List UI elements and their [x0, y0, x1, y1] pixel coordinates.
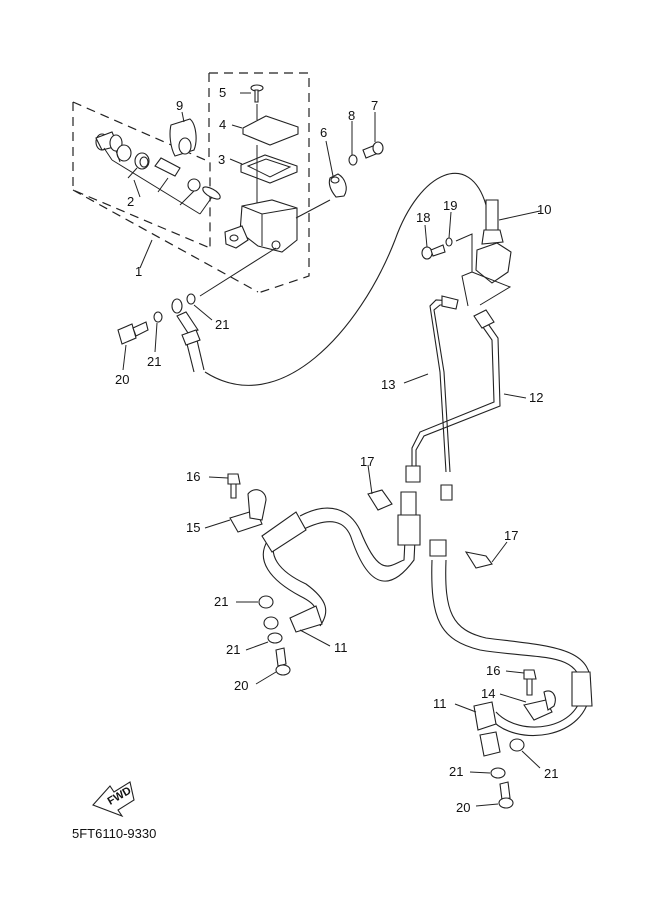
callout-5: 5 [219, 85, 226, 100]
part-20-bolt-lower-right[interactable] [475, 781, 514, 809]
callout-21-lower-right-a: 21 [544, 766, 558, 781]
callout-11-left: 11 [334, 640, 348, 655]
part-10-brake-hose[interactable] [185, 173, 541, 386]
part-17-clip-upper[interactable] [367, 464, 393, 511]
callout-2: 2 [127, 194, 134, 209]
callout-10: 10 [537, 202, 551, 217]
callout-16-left: 16 [186, 469, 200, 484]
part-20-bolt-upper[interactable] [117, 321, 149, 371]
part-11-brake-hose-left[interactable] [261, 491, 421, 647]
callout-9: 9 [176, 98, 183, 113]
part-3-diaphragm[interactable] [229, 145, 298, 206]
part-11-brake-hose-right[interactable] [429, 539, 593, 757]
part-5-screw[interactable] [240, 84, 264, 120]
callout-21-upper-b: 21 [215, 317, 229, 332]
callout-19: 19 [443, 198, 457, 213]
callout-12: 12 [529, 390, 543, 405]
callout-11-right: 11 [433, 696, 447, 711]
callout-20-lower-left: 20 [234, 678, 248, 693]
callout-21-lower-left-a: 21 [214, 594, 228, 609]
part-13-brake-pipe[interactable] [403, 295, 459, 501]
part-18-bolt[interactable] [421, 224, 446, 260]
callout-17-upper: 17 [360, 454, 374, 469]
part-16-bolt-right[interactable] [505, 669, 537, 696]
part-15-bracket[interactable] [204, 489, 267, 533]
callout-3: 3 [218, 152, 225, 167]
part-12-brake-pipe[interactable] [405, 309, 527, 483]
part-21-washer-upper-a[interactable] [153, 311, 163, 353]
callout-7: 7 [371, 98, 378, 113]
master-cylinder-body[interactable] [199, 199, 331, 297]
callout-20-upper: 20 [115, 372, 129, 387]
part-21-washer-lower-right-a[interactable] [509, 738, 541, 769]
drawing-code: 5FT6110-9330 [72, 826, 156, 841]
callout-8: 8 [348, 108, 355, 123]
part-6-holder[interactable] [325, 140, 347, 198]
callout-21-upper-a: 21 [147, 354, 161, 369]
callout-14: 14 [481, 686, 495, 701]
master-cylinder-kit-outline [72, 101, 259, 293]
part-20-bolt-lower-left[interactable] [255, 647, 291, 685]
callout-18: 18 [416, 210, 430, 225]
part-9-boot[interactable] [169, 111, 197, 157]
part-21-washer-lower-left-b[interactable] [245, 632, 283, 651]
callout-21-lower-left-b: 21 [226, 642, 240, 657]
leader-lines [133, 179, 153, 269]
banjo-fitting-upper[interactable] [171, 298, 201, 346]
callout-13: 13 [381, 377, 395, 392]
part-8-washer[interactable] [348, 121, 358, 166]
callout-4: 4 [219, 117, 226, 132]
part-4-reservoir-cap[interactable] [231, 115, 299, 146]
callout-labels: 1 2 3 4 5 6 7 8 9 10 11 11 12 13 14 15 1… [115, 85, 558, 815]
part-2-piston-kit[interactable] [95, 131, 221, 215]
part-7-bolt[interactable] [362, 112, 384, 159]
callout-17-lower: 17 [504, 528, 518, 543]
reservoir-cap-kit-outline [208, 72, 310, 294]
part-17-clip-lower[interactable] [464, 541, 508, 569]
callout-6: 6 [320, 125, 327, 140]
part-16-bolt-left[interactable] [208, 473, 241, 499]
part-21-washer-upper-b[interactable] [186, 293, 213, 321]
callout-16-right: 16 [486, 663, 500, 678]
callout-21-lower-right-b: 21 [449, 764, 463, 779]
callout-20-lower-right: 20 [456, 800, 470, 815]
callout-1: 1 [135, 264, 142, 279]
part-14-bracket[interactable] [499, 690, 556, 721]
forward-direction-arrow: FWD [92, 781, 135, 818]
part-21-washer-lower-right-b[interactable] [469, 767, 506, 779]
part-21-washer-lower-left-a[interactable] [236, 595, 274, 609]
callout-15: 15 [186, 520, 200, 535]
part-19-washer[interactable] [445, 211, 512, 307]
